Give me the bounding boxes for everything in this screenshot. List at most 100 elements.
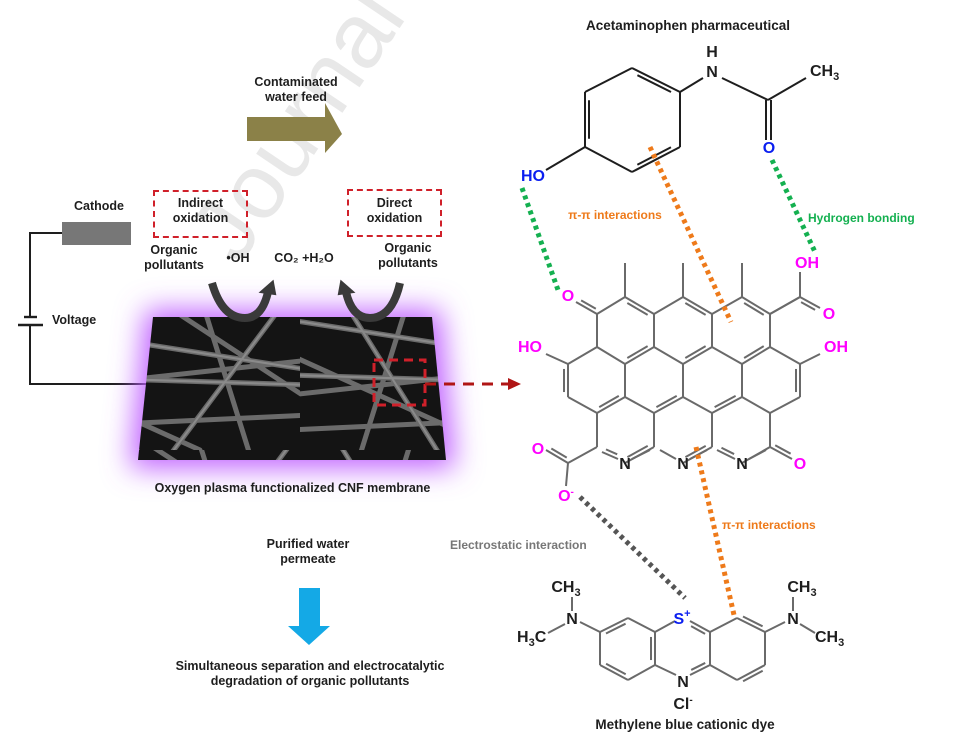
voltage-label: Voltage xyxy=(52,313,97,327)
cnf-membrane-sem-image xyxy=(138,317,446,460)
lattice-bond xyxy=(596,296,626,315)
s-c-bond-double xyxy=(690,625,706,635)
pi-line-top xyxy=(647,145,734,324)
electrostatic-line xyxy=(578,495,687,600)
zoom-region-box xyxy=(372,358,427,407)
ring-bond-double xyxy=(605,662,627,676)
c-n-bond xyxy=(601,451,619,460)
acetaminophen-title: Acetaminophen pharmaceutical xyxy=(585,18,791,33)
atom-n-center: N xyxy=(677,674,689,691)
c-o-bond-double xyxy=(550,447,568,459)
n-c-bond xyxy=(631,449,651,460)
c-o-bond xyxy=(769,446,793,460)
indirect-oxidation-box xyxy=(153,190,248,238)
indirect-oxidation-arrow xyxy=(208,279,277,323)
lattice-bond xyxy=(624,396,655,414)
methylene-blue-title: Methylene blue cationic dye xyxy=(595,717,775,732)
c-oh-bond xyxy=(545,146,586,171)
lattice-bond-double xyxy=(598,395,620,408)
permeate-label: Purified water permeate xyxy=(266,537,350,566)
atom-oh-right: OH xyxy=(824,339,848,356)
atom-o-ketone-right: O xyxy=(794,456,806,473)
lattice-bond xyxy=(682,296,713,315)
atom-n-amide: N xyxy=(706,64,718,81)
c-n-bond xyxy=(764,621,786,633)
permeate-arrow xyxy=(288,588,330,645)
lattice-bond xyxy=(741,396,771,414)
n-ch3-bond xyxy=(547,623,566,634)
lattice-bond xyxy=(711,296,743,315)
lattice-bond xyxy=(653,396,684,414)
c-oh-bond xyxy=(545,353,569,365)
ring-bond xyxy=(599,664,629,681)
n-c-bond xyxy=(689,449,708,460)
lattice-bond xyxy=(567,446,598,464)
direct-oxidation-arrow xyxy=(337,279,404,323)
atom-n-ring-1: N xyxy=(619,456,631,473)
atom-ch3-right-top: CH3 xyxy=(787,579,816,599)
lattice-bond xyxy=(596,346,626,365)
direct-oxidation-box xyxy=(347,189,442,237)
c-o-bond-double xyxy=(800,301,816,311)
methylene-blue-bonds xyxy=(547,597,816,683)
atom-o-carboxylic: O xyxy=(823,306,835,323)
lattice-bond xyxy=(769,396,801,414)
lattice-bond-double xyxy=(684,345,707,359)
lattice-bond xyxy=(567,396,598,414)
c-o-bond xyxy=(799,296,821,309)
c-n-bond xyxy=(659,449,677,460)
lattice-bond-double xyxy=(743,302,765,316)
atom-oh-carboxylic: OH xyxy=(795,255,819,272)
atom-n-left: N xyxy=(566,611,578,628)
c-n-bond xyxy=(716,449,736,460)
atom-n-ring-3: N xyxy=(736,456,748,473)
atom-ch3-right-bottom: CH3 xyxy=(815,629,844,649)
atom-o-carbonyl: O xyxy=(763,140,775,157)
ring-bond xyxy=(584,146,633,173)
lattice-bond xyxy=(741,346,771,365)
n-c-bond xyxy=(721,77,769,101)
lattice-bond xyxy=(682,346,713,365)
graphene-oxide-bonds xyxy=(545,263,821,487)
atom-ch3-acet: CH3 xyxy=(810,63,839,83)
c-n-bond xyxy=(579,621,601,633)
ring-bond-double xyxy=(742,669,764,683)
lattice-bond xyxy=(741,296,771,315)
atom-cl-minus: Cl- xyxy=(673,695,692,713)
atom-o-ketone-top: O xyxy=(562,288,574,305)
summary-caption: Simultaneous separation and electrocatal… xyxy=(175,659,445,688)
c-n-bond xyxy=(654,664,677,676)
ring-bond xyxy=(736,664,766,681)
lattice-bond xyxy=(711,346,743,365)
c-o-bond-double xyxy=(774,444,792,455)
indirect-oxidation-label: Indirect oxidation xyxy=(172,196,229,225)
organic-pollutants-left: Organic pollutants xyxy=(144,243,204,272)
lattice-bond-double xyxy=(626,445,649,458)
ring-bond xyxy=(584,67,633,93)
atom-n-right: N xyxy=(787,611,799,628)
zoom-arrowhead xyxy=(508,378,521,390)
lattice-bond-double xyxy=(684,302,707,316)
c-oh-bond xyxy=(799,353,821,365)
atom-s-plus: S+ xyxy=(673,608,690,628)
atom-o-carboxylate: O xyxy=(532,441,544,458)
hbond-line-right xyxy=(769,158,818,254)
n-c-bond xyxy=(748,449,767,460)
pi-interactions-label-top: π-π interactions xyxy=(568,208,662,222)
ring-bond-double xyxy=(605,622,627,635)
lattice-bond xyxy=(624,346,655,365)
feed-arrow xyxy=(247,103,342,153)
s-c-bond xyxy=(689,620,711,633)
n-ch3-bond xyxy=(799,623,816,634)
c-n-bond-double xyxy=(605,448,618,456)
lattice-bond xyxy=(769,346,801,365)
c-n-bond-double xyxy=(721,446,735,455)
c-s-bond xyxy=(654,620,676,633)
lattice-bond xyxy=(567,346,598,365)
membrane-caption: Oxygen plasma functionalized CNF membran… xyxy=(154,481,431,495)
c-ch3-bond xyxy=(767,77,807,101)
atom-ho-left: HO xyxy=(518,339,542,356)
pi-interactions-label-bottom: π-π interactions xyxy=(722,518,816,532)
n-c-bond-double xyxy=(690,662,706,671)
